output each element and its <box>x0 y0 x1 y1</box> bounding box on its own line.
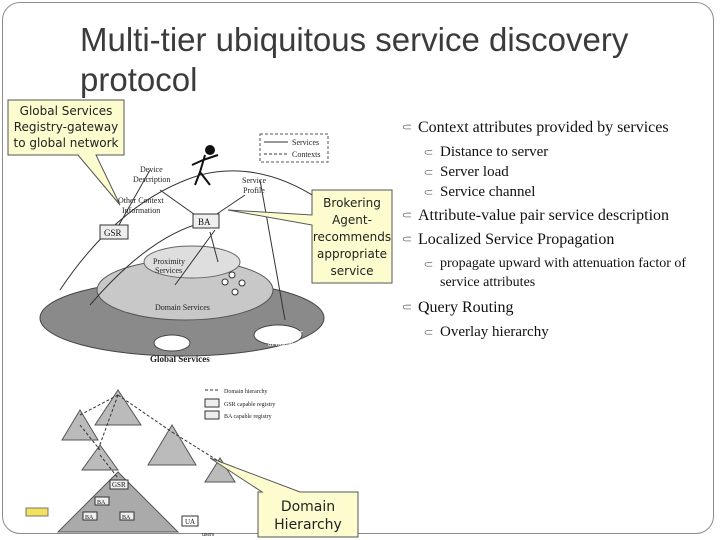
device-description-1: Device <box>140 165 163 174</box>
brokering-callout-shape <box>227 189 393 284</box>
gsr-box <box>99 224 129 240</box>
brokering-callout-text: Brokering Agent-recommends appropriate s… <box>312 196 392 278</box>
global-services-label: Global Services <box>150 354 210 364</box>
crescent-bullet-icon: ⸦ <box>400 301 414 316</box>
bullet-list: ⸦ Context attributes provided by service… <box>400 118 700 342</box>
crescent-bullet-icon: ⸦ <box>422 165 436 180</box>
device-description-2: Description <box>133 175 170 184</box>
proximity-2: Services <box>155 266 182 275</box>
other-context-1: Other Context <box>118 196 164 205</box>
domain-callout-text: Domain Hierarchy <box>274 499 342 533</box>
crescent-bullet-icon: ⸦ <box>400 233 414 248</box>
crescent-bullet-icon: ⸦ <box>400 209 414 224</box>
gsr-label: GSR <box>104 228 122 238</box>
crescent-bullet-icon: ⸦ <box>422 145 436 160</box>
other-context-2: Information <box>122 206 160 215</box>
crescent-bullet-icon: ⸦ <box>422 325 436 340</box>
bullet-localized-propagation: ⸦ Localized Service Propagation <box>400 230 700 250</box>
services-legend-box <box>259 133 329 163</box>
sub-bullet-service-channel: ⸦ Service channel <box>400 182 700 202</box>
domain-hierarchy-diagram: GSR BA BA BA UA users Domain hierarchy G… <box>25 389 275 538</box>
ba-label: BA <box>198 217 211 227</box>
proximity-1: Proximity <box>153 257 185 266</box>
ba-box <box>192 213 220 229</box>
slide-title: Multi-tier ubiquitous service discovery … <box>80 21 629 98</box>
sub-bullet-propagate-upward: ⸦ propagate upward with attenuation fact… <box>422 256 687 290</box>
user-head-icon <box>205 145 215 155</box>
legend-contexts: Contexts <box>292 150 320 159</box>
bottom-gsr-label: GSR <box>112 481 126 489</box>
home-ellipse <box>253 324 303 346</box>
bottom-ba-label-1: BA <box>97 500 106 506</box>
small-ellipse <box>153 334 191 352</box>
users-label: users <box>202 532 215 538</box>
bullet-query-routing: ⸦ Query Routing <box>400 298 700 318</box>
bottom-ba-label-3: BA <box>122 515 131 521</box>
service-profile-1: Service <box>242 176 266 185</box>
legend-gsr: GSR capable registry <box>224 402 275 408</box>
legend-domain: Domain hierarchy <box>224 389 267 395</box>
ua-box <box>181 515 199 527</box>
gsr-callout-text: Global Services Registry-gateway to glob… <box>13 104 119 150</box>
sub-bullet-overlay-hierarchy: ⸦ Overlay hierarchy <box>400 322 700 342</box>
yellow-node <box>25 507 49 517</box>
profile-server-1: Profile Server <box>258 328 303 337</box>
bullet-context-attributes: ⸦ Context attributes provided by service… <box>400 118 700 138</box>
bottom-ba-label-2: BA <box>85 515 94 521</box>
crescent-bullet-icon: ⸦ <box>422 257 436 272</box>
sub-bullet-server-load: ⸦ Server load <box>400 162 700 182</box>
legend-services: Services <box>292 138 319 147</box>
ua-label: UA <box>185 518 195 526</box>
service-profile-2: Profile <box>243 186 265 195</box>
sub-bullet-distance: ⸦ Distance to server <box>400 142 700 162</box>
legend-ba: BA capable registry <box>224 414 272 420</box>
bullet-attribute-value: ⸦ Attribute-value pair service descripti… <box>400 206 700 226</box>
profile-server-2: at home <box>268 339 294 348</box>
domain-services-label: Domain Services <box>155 303 210 312</box>
domain-callout-shape <box>209 457 359 538</box>
crescent-bullet-icon: ⸦ <box>422 185 436 200</box>
gsr-callout-shape <box>7 99 125 206</box>
crescent-bullet-icon: ⸦ <box>400 121 414 136</box>
